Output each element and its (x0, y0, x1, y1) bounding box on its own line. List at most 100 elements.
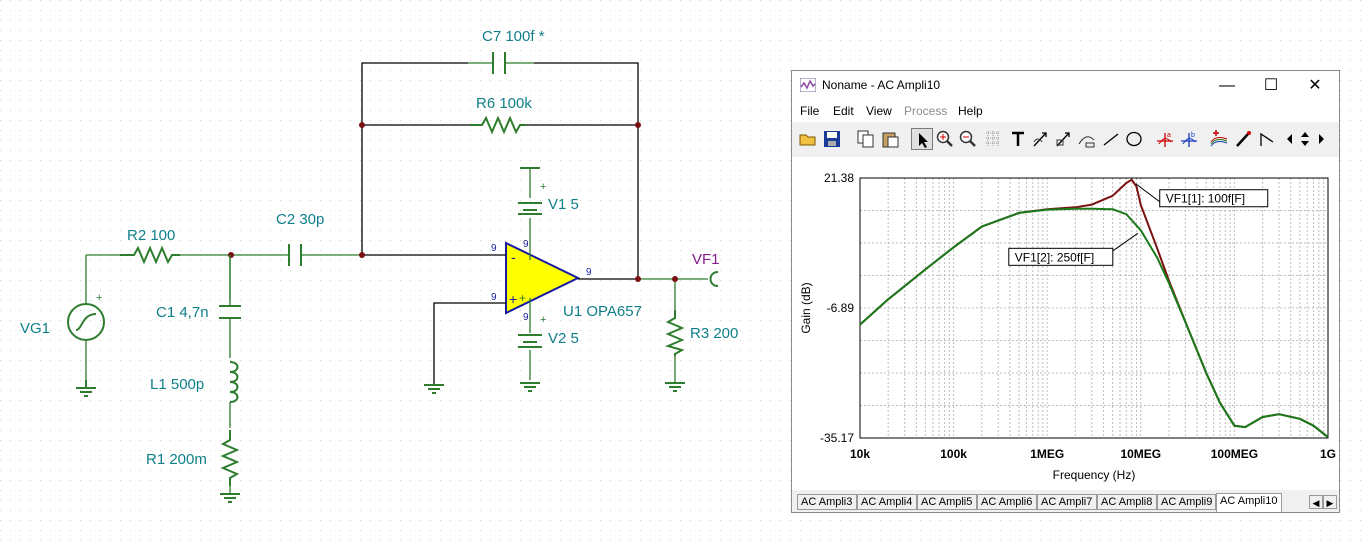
l1-label: L1 500p (150, 376, 204, 393)
cursor-a-icon[interactable]: a (1154, 128, 1176, 150)
battery-v1[interactable]: + (518, 167, 546, 260)
arrow-label-icon[interactable] (1030, 128, 1052, 150)
resistor-r2[interactable] (120, 245, 180, 265)
analysis-window[interactable]: Noname - AC Ampli10 — ☐ ✕ File Edit View… (791, 70, 1340, 513)
toolbar-scroll-left[interactable] (1283, 128, 1297, 150)
maximize-button[interactable]: ☐ (1263, 77, 1279, 94)
ground-symbol (220, 493, 240, 503)
battery-v2[interactable]: + (518, 298, 546, 392)
menu-process[interactable]: Process (904, 104, 948, 118)
toolbar-scroll-updown[interactable] (1297, 128, 1313, 150)
junction-dot (672, 276, 678, 282)
u1-label: U1 OPA657 (563, 303, 642, 320)
step-icon[interactable] (1256, 128, 1278, 150)
tab-scroll-right[interactable]: ▶ (1323, 495, 1337, 509)
junction-dot (635, 122, 641, 128)
paste-icon[interactable] (879, 128, 901, 150)
voltage-probe-vf1[interactable] (709, 271, 719, 287)
line-icon[interactable] (1100, 128, 1122, 150)
app-icon (800, 78, 816, 92)
tab-ac-ampli10[interactable]: AC Ampli10 (1216, 493, 1282, 512)
minimize-button[interactable]: — (1219, 77, 1235, 94)
title-bar[interactable]: Noname - AC Ampli10 — ☐ ✕ (792, 71, 1339, 100)
toolbar-scroll-right[interactable] (1314, 128, 1328, 150)
v1-label: V1 5 (548, 196, 579, 213)
v2-plus-sign: + (540, 314, 546, 326)
opamp-plus: + (509, 291, 517, 307)
resistor-r3[interactable] (665, 310, 685, 356)
tab-ac-ampli6[interactable]: AC Ampli6 (977, 494, 1037, 510)
opamp-minus: - (511, 249, 516, 265)
r6-label: R6 100k (476, 95, 532, 112)
add-curve-icon[interactable] (1208, 128, 1230, 150)
y-axis-label: Gain (dB) (799, 282, 813, 333)
open-icon[interactable] (797, 128, 819, 150)
tab-ac-ampli8[interactable]: AC Ampli8 (1097, 494, 1157, 510)
tab-ac-ampli9[interactable]: AC Ampli9 (1157, 494, 1216, 510)
junction-dot (359, 122, 365, 128)
svg-text:b: b (1191, 132, 1195, 139)
ground-symbol (76, 380, 96, 397)
toolbar: a b (792, 124, 1339, 154)
c7-label: C7 100f * (482, 28, 545, 45)
tab-ac-ampli4[interactable]: AC Ampli4 (857, 494, 917, 510)
pin-label: 9 (491, 292, 497, 303)
pen-icon[interactable] (1232, 128, 1254, 150)
x-tick-label: 100k (940, 447, 967, 461)
curve-label-icon[interactable] (1076, 128, 1098, 150)
window-title: Noname - AC Ampli10 (822, 78, 941, 92)
voltage-generator-vg1[interactable]: + (67, 292, 105, 345)
c1-label: C1 4,7n (156, 304, 209, 321)
junction-dot (635, 276, 641, 282)
y-tick-label: -6.89 (827, 301, 855, 315)
opamp-inner-plus: + (519, 291, 526, 305)
r1-label: R1 200m (146, 451, 207, 468)
capacitor-c2[interactable] (268, 244, 322, 266)
grid-icon[interactable] (982, 128, 1004, 150)
chart-callouts: VF1[1]: 100f[F]VF1[2]: 250f[F] (1008, 183, 1269, 266)
menu-help[interactable]: Help (958, 104, 983, 118)
junction-dot (228, 252, 234, 258)
svg-text:a: a (1167, 132, 1171, 139)
x-tick-label: 100MEG (1211, 447, 1258, 461)
inductor-l1[interactable] (229, 361, 239, 428)
pin-label: 9 (586, 267, 592, 278)
capacitor-c1[interactable] (219, 255, 241, 358)
resistor-r1[interactable] (220, 430, 240, 494)
close-button[interactable]: ✕ (1308, 77, 1322, 94)
x-tick-label: 1G (1320, 447, 1336, 461)
chart-grid (860, 178, 1328, 438)
menu-edit[interactable]: Edit (833, 104, 854, 118)
tab-scroll-left[interactable]: ◀ (1309, 495, 1323, 509)
zoom-in-icon[interactable] (934, 128, 956, 150)
y-tick-label: 21.38 (824, 171, 854, 185)
r2-label: R2 100 (127, 227, 175, 244)
callout-box-2 (1008, 247, 1114, 266)
resistor-r6[interactable] (470, 115, 526, 135)
pointer-icon[interactable] (911, 128, 933, 150)
x-tick-label: 10k (850, 447, 870, 461)
zoom-out-icon[interactable] (957, 128, 979, 150)
cursor-b-icon[interactable]: b (1178, 128, 1200, 150)
ellipse-icon[interactable] (1123, 128, 1145, 150)
callout-arrow-1 (1135, 183, 1161, 203)
pin-label: 9 (523, 239, 529, 250)
tab-ac-ampli5[interactable]: AC Ampli5 (917, 494, 977, 510)
callout-box-1 (1159, 189, 1269, 208)
v2-label: V2 5 (548, 330, 579, 347)
menu-view[interactable]: View (866, 104, 892, 118)
opamp-u1[interactable]: - + + (498, 241, 638, 315)
copy-icon[interactable] (855, 128, 877, 150)
feedback-wires (361, 62, 639, 279)
x-axis-label: Frequency (Hz) (1053, 468, 1136, 482)
tab-ac-ampli3[interactable]: AC Ampli3 (797, 494, 857, 510)
tab-ac-ampli7[interactable]: AC Ampli7 (1037, 494, 1097, 510)
label-icon[interactable] (1053, 128, 1075, 150)
save-icon[interactable] (821, 128, 843, 150)
menu-file[interactable]: File (800, 104, 820, 118)
capacitor-c7[interactable] (468, 52, 534, 74)
text-icon[interactable] (1007, 128, 1029, 150)
